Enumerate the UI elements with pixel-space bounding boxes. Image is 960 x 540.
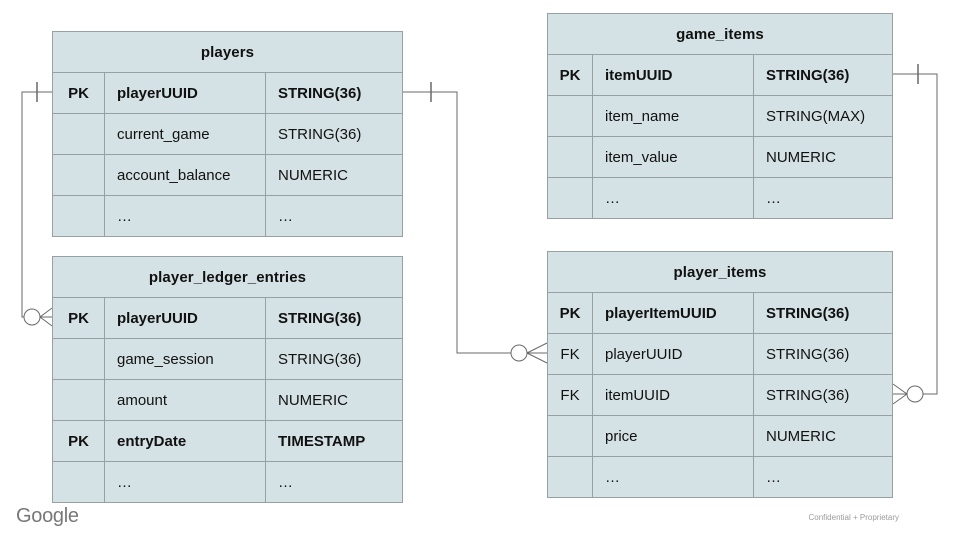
key-cell: FK (560, 345, 580, 363)
table-row: item_value NUMERIC (548, 136, 892, 177)
field-type: … (265, 462, 402, 502)
entity-table-player-items: player_items PK playerItemUUID STRING(36… (547, 251, 893, 498)
table-row: game_session STRING(36) (53, 338, 402, 379)
field-type: STRING(36) (753, 55, 892, 95)
field-name: amount (104, 380, 265, 420)
connector-line (403, 91, 511, 354)
table-title: player_items (673, 263, 767, 281)
field-name: current_game (104, 114, 265, 154)
field-name: … (104, 462, 265, 502)
field-name: itemUUID (592, 375, 753, 415)
field-name: price (592, 416, 753, 456)
field-name: … (104, 196, 265, 236)
key-cell (53, 339, 104, 379)
field-name: item_name (592, 96, 753, 136)
field-type: … (265, 196, 402, 236)
key-cell (548, 96, 592, 136)
field-name: … (592, 178, 753, 218)
table-row: PK playerUUID STRING(36) (53, 72, 402, 113)
field-name: account_balance (104, 155, 265, 195)
table-row: FK itemUUID STRING(36) (548, 374, 892, 415)
key-cell (53, 462, 104, 502)
field-type: STRING(36) (265, 73, 402, 113)
cardinality-zero-circle (906, 385, 924, 403)
field-type: NUMERIC (753, 416, 892, 456)
key-cell: PK (68, 432, 89, 450)
key-cell: FK (560, 386, 580, 404)
table-row: current_game STRING(36) (53, 113, 402, 154)
cardinality-zero-circle (23, 308, 41, 326)
connector-line (21, 91, 52, 318)
table-row: … … (548, 456, 892, 497)
table-title: player_ledger_entries (148, 268, 307, 286)
key-cell (53, 114, 104, 154)
field-type: STRING(36) (265, 298, 402, 338)
table-row: PK playerItemUUID STRING(36) (548, 292, 892, 333)
field-type: … (753, 178, 892, 218)
crow-foot-many-icon (39, 307, 53, 327)
relationship-game-items-to-player-items (892, 64, 938, 405)
key-cell (548, 137, 592, 177)
relationship-players-to-ledger (21, 82, 53, 327)
key-cell (548, 178, 592, 218)
entity-table-players: players PK playerUUID STRING(36) current… (52, 31, 403, 237)
table-row: price NUMERIC (548, 415, 892, 456)
field-type: STRING(36) (265, 114, 402, 154)
table-row: FK playerUUID STRING(36) (548, 333, 892, 374)
field-type: TIMESTAMP (265, 421, 402, 461)
entity-table-player-ledger-entries: player_ledger_entries PK playerUUID STRI… (52, 256, 403, 503)
field-type: STRING(36) (265, 339, 402, 379)
key-cell: PK (559, 66, 581, 84)
entity-table-game-items: game_items PK itemUUID STRING(36) item_n… (547, 13, 893, 219)
field-name: game_session (104, 339, 265, 379)
confidential-note: Confidential + Proprietary (808, 513, 900, 522)
key-cell (53, 155, 104, 195)
field-type: STRING(MAX) (753, 96, 892, 136)
table-row: PK entryDate TIMESTAMP (53, 420, 402, 461)
key-cell (548, 457, 592, 497)
table-row: … … (53, 461, 402, 502)
crow-foot-many-icon (892, 383, 908, 405)
key-cell: PK (559, 304, 581, 322)
field-name: playerUUID (104, 73, 265, 113)
relationship-players-to-player-items (403, 82, 548, 364)
field-name: playerItemUUID (592, 293, 753, 333)
cardinality-zero-circle (510, 344, 528, 362)
table-row: amount NUMERIC (53, 379, 402, 420)
field-type: STRING(36) (753, 293, 892, 333)
field-name: … (592, 457, 753, 497)
table-row: account_balance NUMERIC (53, 154, 402, 195)
table-row: … … (548, 177, 892, 218)
field-name: itemUUID (592, 55, 753, 95)
connector-line (893, 73, 938, 395)
table-row: … … (53, 195, 402, 236)
field-type: … (753, 457, 892, 497)
field-name: playerUUID (104, 298, 265, 338)
key-cell: PK (68, 84, 89, 102)
field-type: NUMERIC (753, 137, 892, 177)
table-title: players (200, 43, 255, 61)
google-logo: Google (16, 505, 79, 527)
field-type: STRING(36) (753, 334, 892, 374)
table-row: PK itemUUID STRING(36) (548, 54, 892, 95)
table-title: game_items (676, 25, 764, 43)
field-name: entryDate (104, 421, 265, 461)
key-cell (53, 196, 104, 236)
field-type: STRING(36) (753, 375, 892, 415)
crow-foot-many-icon (526, 342, 548, 364)
table-row: PK playerUUID STRING(36) (53, 297, 402, 338)
table-row: item_name STRING(MAX) (548, 95, 892, 136)
field-name: playerUUID (592, 334, 753, 374)
field-type: NUMERIC (265, 155, 402, 195)
field-type: NUMERIC (265, 380, 402, 420)
key-cell (53, 380, 104, 420)
key-cell: PK (68, 309, 89, 327)
key-cell (548, 416, 592, 456)
field-name: item_value (592, 137, 753, 177)
